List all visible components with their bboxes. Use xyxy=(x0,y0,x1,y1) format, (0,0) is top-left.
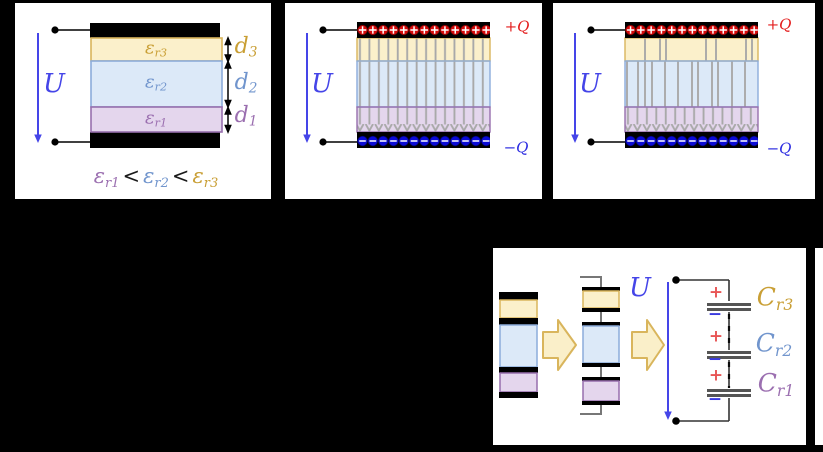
dielectric-layer-er3 xyxy=(625,38,758,61)
panel4-diagram xyxy=(499,276,751,425)
minus-sign-cr1: − xyxy=(707,389,723,410)
dielectric-layer-er1 xyxy=(90,106,223,133)
thickness-arrow-d1 xyxy=(224,105,232,134)
panel-series-equivalent-circuit: U + − + − + − Cr3 Cr2 Cr1 xyxy=(493,248,806,445)
negative-charges-row xyxy=(357,132,490,148)
field-line-arrowheads xyxy=(625,124,758,132)
top-plate xyxy=(90,23,220,38)
panel-dielectric-stack: U εr3 εr2 εr1 d3 d2 d1 εr1<εr2<εr3 xyxy=(15,3,271,199)
merged-stack xyxy=(499,292,538,398)
series-circuit xyxy=(664,276,751,425)
thickness-label-d2: d2 xyxy=(234,69,258,97)
thickness-arrow-d3 xyxy=(224,36,232,64)
field-lines-er1-dense xyxy=(625,107,758,125)
layer-label-er2: εr2 xyxy=(144,71,168,94)
field-lines-er3-sparse xyxy=(644,38,753,61)
bottom-plate xyxy=(90,132,220,148)
capacitor-symbol-cr3 xyxy=(707,303,751,311)
capacitor-symbol-cr2 xyxy=(707,351,751,359)
terminal-dot-top xyxy=(319,26,327,34)
capacitor-label-cr3: Cr3 xyxy=(756,282,794,314)
permittivity-inequality: εr1<εr2<εr3 xyxy=(93,164,219,191)
dielectric-layer-er2 xyxy=(90,60,223,108)
plus-q-label: +Q xyxy=(504,17,530,36)
voltage-label: U xyxy=(311,69,333,99)
field-lines-er2-medium xyxy=(626,61,746,107)
panel3-diagram xyxy=(571,22,759,148)
terminal-dot-top xyxy=(587,26,595,34)
voltage-arrow xyxy=(34,33,42,143)
thickness-label-d1: d1 xyxy=(234,102,258,130)
plus-sign-cr2: + xyxy=(708,326,724,347)
voltage-label: U xyxy=(43,69,65,99)
capacitor-symbol-cr1 xyxy=(707,389,751,397)
voltage-label: U xyxy=(579,69,601,99)
field-lines xyxy=(357,38,490,125)
terminal-dot-bottom xyxy=(51,138,59,146)
voltage-label: U xyxy=(629,273,651,303)
panel-charged-capacitor-layered-field: U +Q −Q xyxy=(553,3,815,199)
lead-wires xyxy=(591,29,625,143)
capacitor-label-cr1: Cr1 xyxy=(757,368,795,400)
minus-q-label: −Q xyxy=(503,138,529,157)
voltage-arrow xyxy=(571,33,579,143)
cutoff-panel-sliver xyxy=(815,248,823,445)
minus-sign-cr2: − xyxy=(707,349,723,370)
lead-wires xyxy=(55,29,90,143)
layer-label-er3: εr3 xyxy=(144,37,168,60)
negative-charges-row xyxy=(625,132,758,148)
minus-sign-cr3: − xyxy=(707,304,723,325)
terminal-dot-bottom xyxy=(319,138,327,146)
block-arrow-right-1 xyxy=(542,319,577,371)
block-arrow-right-2 xyxy=(631,319,665,371)
thickness-label-d3: d3 xyxy=(234,33,258,61)
capacitor-label-cr2: Cr2 xyxy=(755,328,793,360)
thickness-arrow-d2 xyxy=(224,59,232,109)
plus-sign-cr1: + xyxy=(708,365,724,386)
terminal-dot-bottom xyxy=(587,138,595,146)
separated-stack xyxy=(580,276,620,415)
terminal-dot-top xyxy=(672,276,680,284)
panel-charged-capacitor-uniform-field: U +Q −Q xyxy=(285,3,542,199)
layer-label-er1: εr1 xyxy=(144,107,168,130)
plus-sign-cr3: + xyxy=(708,282,724,303)
voltage-arrow xyxy=(303,33,311,143)
positive-charges-row xyxy=(357,22,490,38)
plus-q-label: +Q xyxy=(766,15,792,34)
terminal-dot-top xyxy=(51,26,59,34)
minus-q-label: −Q xyxy=(766,139,792,158)
panel2-diagram xyxy=(303,22,491,148)
lead-wires xyxy=(323,29,357,143)
panel1-diagram xyxy=(34,23,232,148)
terminal-dot-bottom xyxy=(672,417,680,425)
positive-charges-row xyxy=(625,22,758,38)
field-line-arrowheads xyxy=(357,124,490,132)
